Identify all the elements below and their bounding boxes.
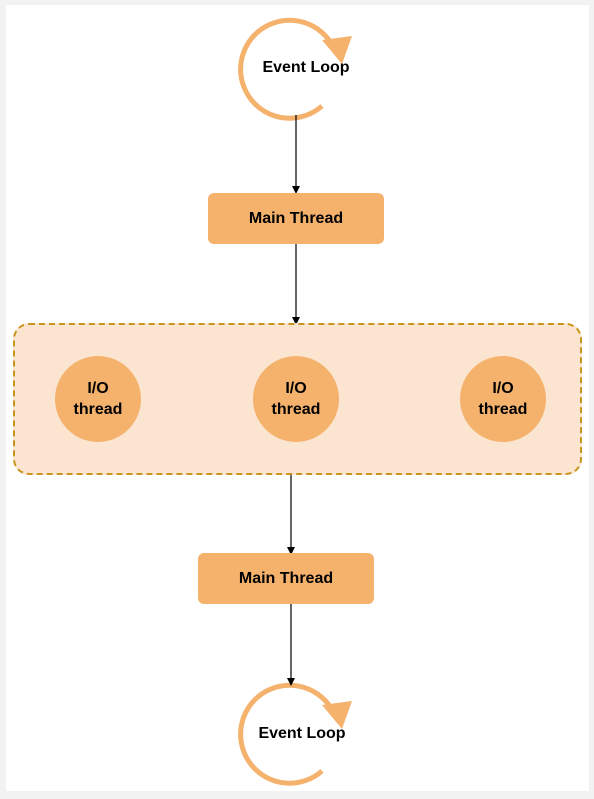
io-thread-node: I/O thread xyxy=(253,356,339,442)
io-thread-label-line1: I/O xyxy=(285,380,307,397)
io-thread-label-line1: I/O xyxy=(492,380,514,397)
io-thread-node: I/O thread xyxy=(55,356,141,442)
circular-arrow-icon xyxy=(238,682,352,786)
circular-arrow-icon xyxy=(238,17,352,121)
main-thread-bottom-label: Main Thread xyxy=(238,569,334,587)
io-thread-label-line2: thread xyxy=(271,401,321,418)
main-thread-bottom-node: Main Thread xyxy=(198,553,374,604)
io-thread-label-line2: thread xyxy=(73,401,123,418)
io-thread-label-line2: thread xyxy=(478,401,528,418)
event-loop-bottom-label: Event Loop xyxy=(258,725,346,742)
diagram-connectors xyxy=(238,17,352,786)
io-thread-label-line1: I/O xyxy=(87,380,109,397)
io-thread-node: I/O thread xyxy=(460,356,546,442)
diagram-canvas: Event Loop Main Thread I/O thread I/O th… xyxy=(6,5,589,791)
main-thread-top-node: Main Thread xyxy=(208,193,384,244)
event-loop-top-label: Event Loop xyxy=(262,59,350,76)
main-thread-top-label: Main Thread xyxy=(248,209,344,227)
